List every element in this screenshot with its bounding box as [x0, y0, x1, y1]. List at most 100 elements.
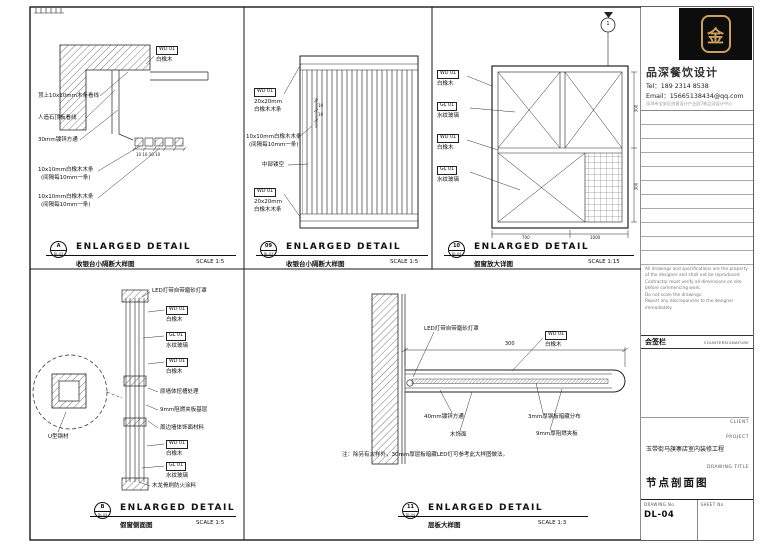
address-line: 深圳市宝安区创意设计产业园7栋品深设计中心: [646, 101, 733, 106]
brand-name: 品深餐饮设计: [646, 66, 718, 79]
material-tag-name: 白橡木: [437, 81, 454, 87]
material-tag-code: WD 01: [166, 358, 189, 367]
bubble-number: B: [100, 504, 105, 510]
bubble-number: 10: [453, 243, 460, 249]
panel-11-linework: [371, 293, 629, 465]
sheet-no-label: SHEET No.: [700, 502, 726, 507]
material-tag-size: 20x20mm: [254, 199, 282, 205]
tel-number: 189 2314 8538: [660, 83, 709, 90]
bubble-sheet: DL-04: [449, 250, 464, 257]
note-line: Contractor must verify all dimensions on…: [645, 279, 742, 292]
footer-scale: SCALE 1:3: [538, 520, 567, 526]
note-line: All drawings and specifications are the …: [645, 267, 748, 279]
footer-title: ENLARGED DETAIL: [474, 242, 590, 252]
general-notes: All drawings and specifications are the …: [645, 267, 749, 312]
dimension-text: 10: [318, 103, 324, 108]
callout: 中部镂空: [262, 162, 285, 168]
blank-row: [641, 167, 753, 181]
footer-scale: SCALE 1:5: [196, 520, 225, 526]
elevation-flag-number: 1: [606, 21, 610, 27]
material-tag-size: 20x20mm: [254, 99, 282, 105]
drawing-title-label: DRAWING TITLE: [707, 465, 749, 470]
blank-row: [641, 251, 753, 265]
detail-bubble: B DL-04: [94, 502, 111, 519]
callout: 10x10mm白橡木木条: [38, 167, 94, 173]
callout: 40mm镀锌方通: [424, 414, 464, 420]
material-tag-name: 白橡木木条: [254, 207, 282, 213]
blank-row: [641, 223, 753, 237]
callout: 10x10mm白橡木木条: [246, 134, 302, 140]
drawing-title: 节点剖面图: [646, 477, 709, 489]
callout: 木龙骨刷防火涂料: [152, 483, 197, 489]
revision-table: [641, 110, 753, 265]
material-tag-name: 水纹玻璃: [437, 177, 460, 183]
bubble-number: 09: [265, 243, 272, 249]
blank-row: [641, 111, 753, 125]
material-tag-code: WD 01: [156, 46, 179, 55]
blank-row: [641, 139, 753, 153]
material-tag-code: WD 01: [545, 331, 568, 340]
dimension-text: 300: [505, 341, 515, 347]
blank-row: [641, 237, 753, 251]
callout: 木饰面: [450, 432, 467, 438]
material-tag-code: GL 01: [166, 462, 187, 471]
material-tag-name: 水纹玻璃: [166, 343, 189, 349]
bubble-sheet: DL-04: [95, 511, 110, 518]
sheet-no-cell: SHEET No.: [698, 500, 754, 540]
email-line: Email：15665138434@qq.com: [646, 91, 744, 100]
material-tag-name: 白橡木: [166, 317, 183, 323]
footer-rule: [46, 255, 236, 256]
logo-glyph: 金: [707, 26, 724, 47]
callout: LED灯带自带磨砂灯罩: [152, 288, 207, 294]
callout: 30mm镀锌方通: [38, 137, 78, 143]
footer-title: ENLARGED DETAIL: [120, 503, 236, 513]
dimension-text: 300: [633, 104, 639, 113]
footer-caption: 假窗侧面图: [120, 521, 153, 529]
callout: 顶上10x10mm木条看线: [38, 93, 99, 99]
panel-09-linework: [283, 55, 419, 229]
material-tag-name: 白橡木: [156, 57, 173, 63]
title-block: 金 品深餐饮设计 Tel：189 2314 8538 Email：1566513…: [641, 7, 753, 540]
blank-row: [641, 181, 753, 195]
footer-title: ENLARGED DETAIL: [286, 242, 402, 252]
material-tag-code: WD 01: [437, 70, 460, 79]
detail-bubble: A DL-03: [50, 241, 67, 258]
material-tag-code: GL 01: [437, 102, 458, 111]
material-tag-code: WD 01: [254, 88, 277, 97]
footer-caption: 层板大样图: [428, 521, 461, 529]
dimension-text: 300: [633, 182, 639, 191]
blank-row: [641, 209, 753, 223]
project-name: 玉带街马旗寨店室内装修工程: [646, 446, 725, 453]
drawing-no-cell: DRAWING No. DL-04: [641, 500, 698, 540]
brand-logo-box: 金: [679, 8, 752, 60]
blank-row: [641, 125, 753, 139]
detail-bubble: 11 DL-04: [402, 502, 419, 519]
material-tag-name: 白橡木: [166, 451, 183, 457]
footer-rule: [398, 516, 588, 517]
material-tag-name: 白橡木: [166, 369, 183, 375]
countersign-cn: 会签栏: [645, 338, 666, 346]
footer-caption: 收银台小隔断大样图: [286, 260, 345, 268]
footer-scale: SCALE 1:5: [196, 259, 225, 265]
callout: 10x10mm白橡木木条: [38, 194, 94, 200]
footer-rule: [256, 255, 428, 256]
footer-rule: [444, 255, 634, 256]
material-tag-name: 白橡木木条: [254, 107, 282, 113]
detail-bubble: 09 DL-03: [260, 241, 277, 258]
callout: 周边墙体饰面材料: [160, 425, 205, 431]
footer-caption: 收银台小隔断大样图: [76, 260, 135, 268]
material-tag-name: 水纹玻璃: [437, 113, 460, 119]
brand-logo-icon: 金: [700, 15, 731, 53]
countersignature-bar: 会签栏 COUNTERSIGNATURE: [641, 335, 753, 349]
material-tag-code: GL 01: [437, 166, 458, 175]
email-address: 15665138434@qq.com: [669, 93, 744, 100]
footer-title: ENLARGED DETAIL: [428, 503, 544, 513]
material-tag-code: WD 01: [254, 188, 277, 197]
dimension-text: 10 10 10 10: [136, 152, 161, 157]
callout: 3mm厚钢板暗藏分布: [528, 414, 581, 420]
material-tag-code: WD 01: [166, 440, 189, 449]
drawing-no-value: DL-04: [644, 510, 675, 520]
bubble-sheet: DL-03: [261, 250, 276, 257]
